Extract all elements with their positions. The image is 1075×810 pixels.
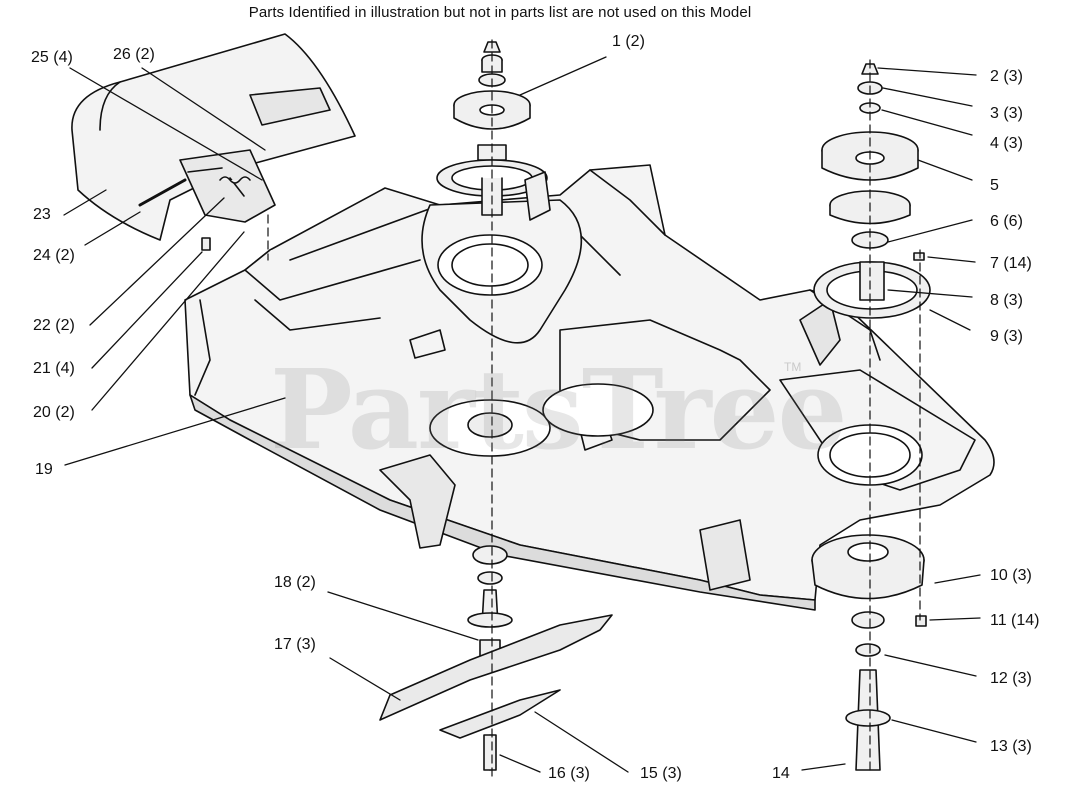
diagram-note: Parts Identified in illustration but not… [248,4,752,21]
callout-5: 5 [990,177,999,194]
callout-7: 7 (14) [990,255,1032,272]
callout-18: 18 (2) [274,574,316,591]
callout-6: 6 (6) [990,213,1023,230]
callout-21: 21 (4) [33,360,75,377]
callout-10: 10 (3) [990,567,1032,584]
callout-12: 12 (3) [990,670,1032,687]
watermark-trademark: TM [784,360,802,374]
callout-14: 14 [772,765,790,782]
callout-23: 23 [33,206,51,223]
callout-2: 2 (3) [990,68,1023,85]
callout-16: 16 (3) [548,765,590,782]
callout-13: 13 (3) [990,738,1032,755]
callout-4: 4 (3) [990,135,1023,152]
callout-17: 17 (3) [274,636,316,653]
callout-20: 20 (2) [33,404,75,421]
callout-26: 26 (2) [113,46,155,63]
callout-1: 1 (2) [612,33,645,50]
discharge-chute [71,33,356,241]
hardware-bolts [201,237,927,627]
alignment-axes [267,39,921,781]
callout-25: 25 (4) [31,49,73,66]
callout-3: 3 (3) [990,105,1023,122]
callout-8: 8 (3) [990,292,1023,309]
leader-lines [63,56,981,773]
callout-11: 11 (14) [990,612,1040,629]
callout-9: 9 (3) [990,328,1023,345]
mower-blade [379,614,613,739]
callout-19: 19 [35,461,53,478]
deck-openings [429,234,923,486]
callout-22: 22 (2) [33,317,75,334]
callout-24: 24 (2) [33,247,75,264]
callout-15: 15 (3) [640,765,682,782]
